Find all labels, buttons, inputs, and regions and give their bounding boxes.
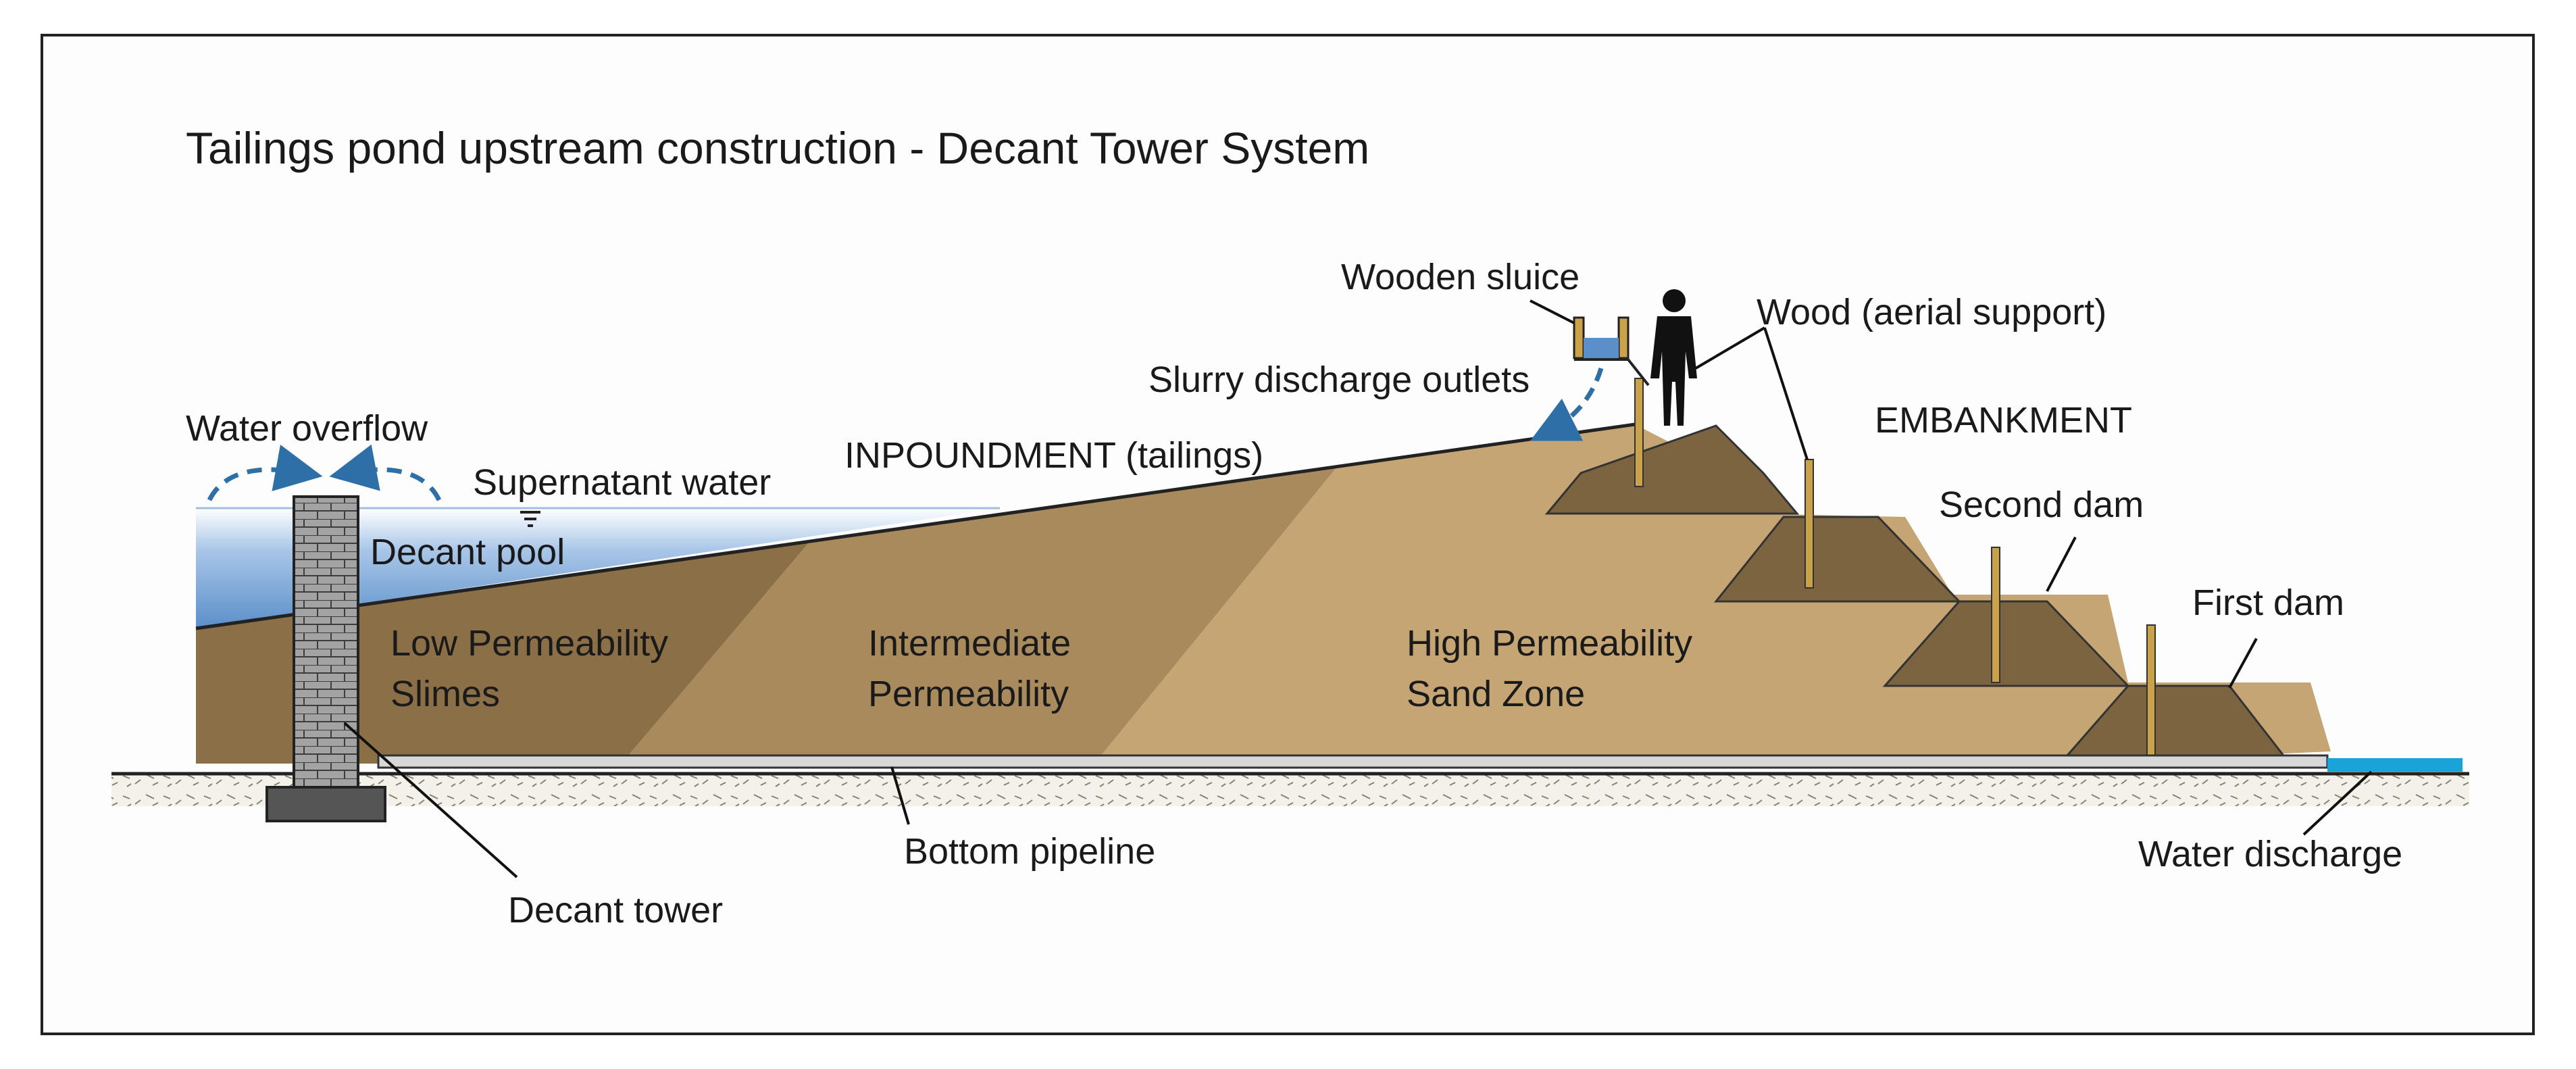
label-slurry-outlets: Slurry discharge outlets [1148,359,1530,400]
overflow-arrows-icon [207,444,442,501]
label-inter-perm-2: Permeability [868,674,1069,714]
label-second-dam: Second dam [1939,484,2144,525]
leader-wooden-sluice [1530,299,1575,324]
leader-wood-support-sluice [1694,326,1766,370]
wooden-sluice-icon [1573,316,1650,387]
label-impoundment: INPOUNDMENT (tailings) [844,435,1263,476]
label-low-perm-2: Slimes [390,674,500,714]
label-decant-pool: Decant pool [370,532,565,572]
wood-support-1 [1634,378,1644,487]
top-dam [1544,424,1800,515]
leader-first-dam [2228,638,2258,689]
label-wood-support: Wood (aerial support) [1757,292,2106,332]
label-high-perm-1: High Permeability [1407,623,1692,664]
label-decant-tower: Decant tower [508,890,723,930]
second-dam [1882,600,2131,687]
water-level-symbol-icon [520,511,540,527]
person-silhouette-icon [1650,289,1697,426]
wood-support-2 [1804,459,1814,589]
decant-tower [293,495,359,789]
diagram-title: Tailings pond upstream construction - De… [186,123,1369,173]
label-inter-perm-1: Intermediate [868,623,1071,664]
label-embankment: EMBANKMENT [1875,400,2132,441]
third-dam [1713,516,1962,603]
zone-intermediate-permeability [622,466,1338,764]
decant-tower-base [266,786,386,822]
leader-decant-tower [343,722,518,878]
leader-water-discharge [2302,770,2373,836]
label-bottom-pipeline: Bottom pipeline [904,831,1155,872]
label-wooden-sluice: Wooden sluice [1341,257,1580,297]
label-water-overflow: Water overflow [186,408,428,449]
leader-bottom-pipeline [890,766,910,825]
leader-wood-support [1763,327,1809,460]
ground [111,774,2469,806]
label-first-dam: First dam [2192,582,2344,623]
label-high-perm-2: Sand Zone [1407,674,1585,714]
label-water-discharge: Water discharge [2138,834,2402,874]
slurry-arrow-icon [1530,367,1604,441]
water-discharge-flow [2327,758,2463,772]
label-low-perm-1: Low Permeability [390,623,668,664]
bottom-pipeline [377,754,2329,769]
wood-support-4 [2146,624,2156,757]
wood-support-3 [1991,547,2000,683]
leader-second-dam [2046,537,2077,592]
tailings-surface [195,422,1636,630]
label-supernatant: Supernatant water [473,462,771,503]
